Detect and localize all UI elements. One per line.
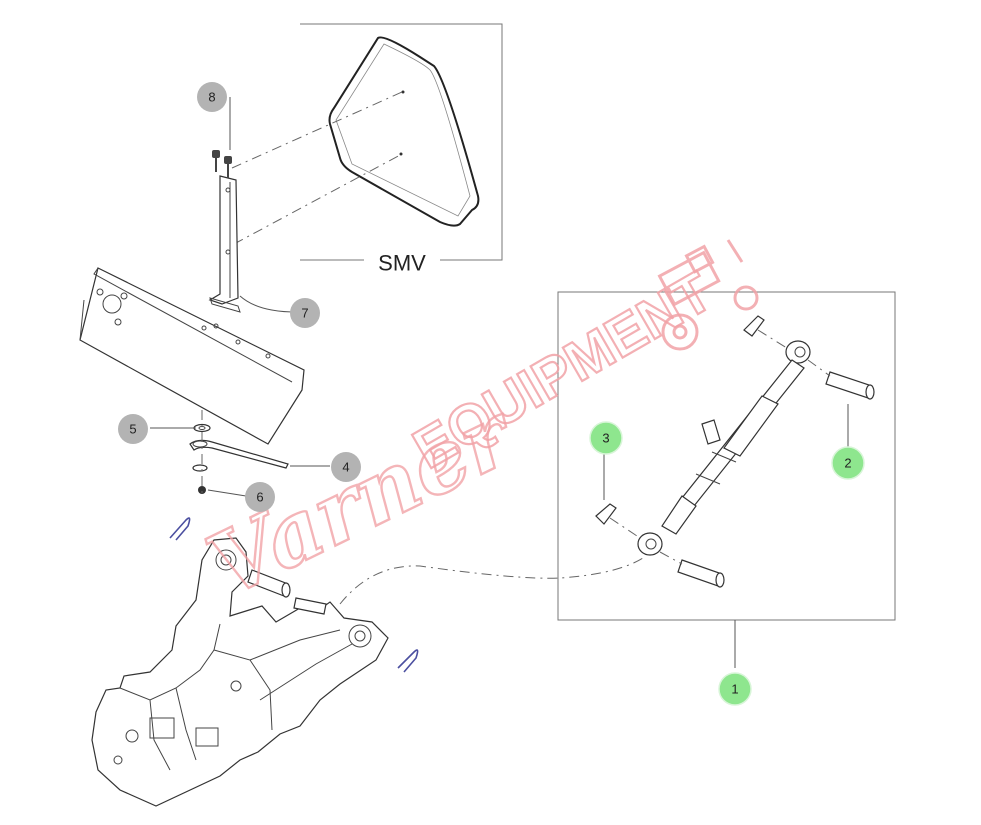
callout-2[interactable]: 2 bbox=[831, 446, 865, 480]
callout-8[interactable]: 8 bbox=[197, 82, 227, 112]
callout-7-label: 7 bbox=[301, 306, 308, 321]
top-link bbox=[595, 315, 875, 588]
smv-inset: SMV bbox=[300, 23, 503, 276]
hitch-assembly bbox=[91, 517, 419, 807]
callout-2-label: 2 bbox=[844, 456, 851, 471]
tractor-logo bbox=[657, 239, 759, 351]
callout-7[interactable]: 7 bbox=[290, 298, 320, 328]
connection-line bbox=[339, 555, 647, 605]
callout-3[interactable]: 3 bbox=[589, 421, 623, 455]
callout-8-label: 8 bbox=[208, 90, 215, 105]
callout-7-circle bbox=[290, 298, 320, 328]
brace-hardware bbox=[189, 410, 289, 498]
watermark-block: EQUIPMENT bbox=[403, 259, 723, 480]
callout-5-circle bbox=[118, 414, 148, 444]
callout-6-label: 6 bbox=[256, 490, 263, 505]
callout-4-circle bbox=[331, 452, 361, 482]
callout-3-circle bbox=[589, 421, 623, 455]
toplink-inset bbox=[557, 291, 896, 668]
callout-4[interactable]: 4 bbox=[331, 452, 361, 482]
callout-6[interactable]: 6 bbox=[245, 482, 275, 512]
smv-bracket bbox=[208, 175, 241, 313]
bolts bbox=[212, 150, 232, 178]
mount-plate bbox=[79, 267, 305, 445]
callout-1-circle bbox=[718, 672, 752, 706]
callout-6-circle bbox=[245, 482, 275, 512]
callout-5[interactable]: 5 bbox=[118, 414, 148, 444]
smv-label: SMV bbox=[378, 251, 426, 276]
callout-1-label: 1 bbox=[731, 682, 738, 697]
callout-5-label: 5 bbox=[129, 422, 136, 437]
callout-3-label: 3 bbox=[602, 431, 609, 446]
callout-8-circle bbox=[197, 82, 227, 112]
callout-2-circle bbox=[831, 446, 865, 480]
smv-emblem bbox=[328, 36, 480, 227]
callout-1[interactable]: 1 bbox=[718, 672, 752, 706]
callout-4-label: 4 bbox=[342, 460, 349, 475]
